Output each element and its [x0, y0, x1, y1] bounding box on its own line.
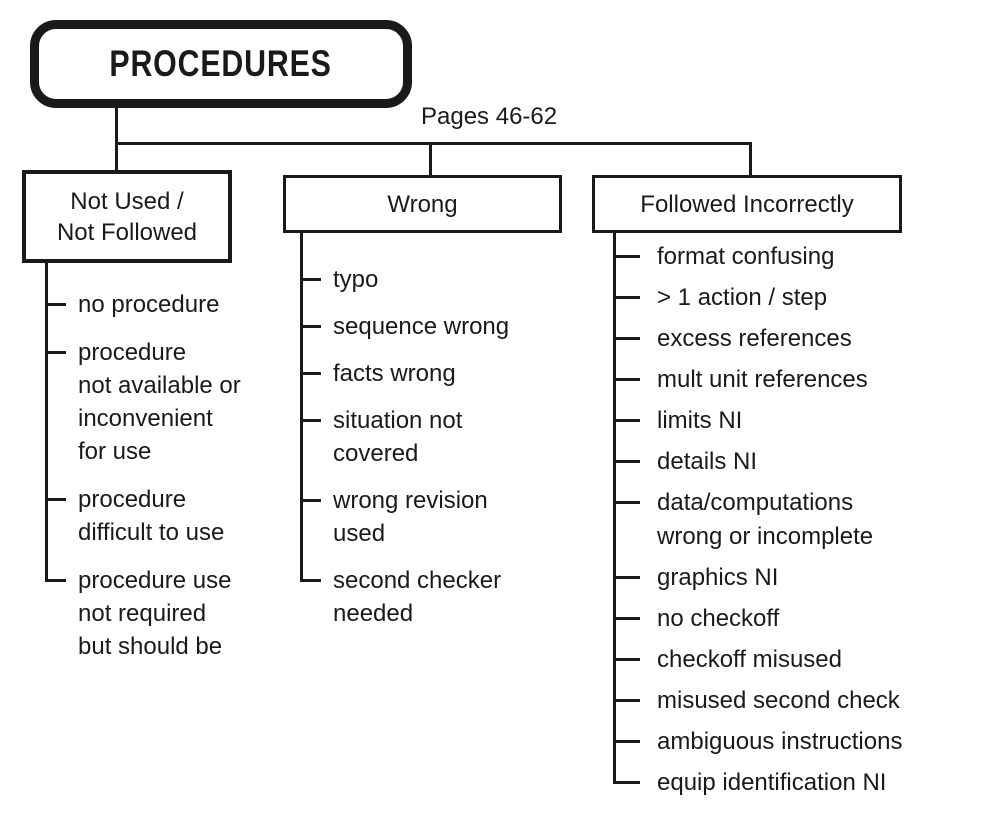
item-tick-connector: [613, 296, 640, 299]
item-tick-connector: [613, 419, 640, 422]
branch-item-label: sequence wrong: [333, 313, 510, 340]
branch-item: > 1 action / step: [613, 281, 902, 315]
branch-item-label: checkoff misused: [657, 646, 842, 673]
branch-item: limits NI: [613, 404, 902, 438]
branch-item: mult unit references: [613, 363, 902, 397]
branch-item: graphics NI: [613, 561, 902, 595]
item-tick-connector: [613, 658, 640, 661]
branch-items: format confusing > 1 action / step excess …: [613, 240, 903, 800]
branch-item-label: limits NI: [657, 407, 743, 434]
item-tick-connector: [300, 419, 321, 422]
branch-stem-line: [613, 233, 616, 784]
item-tick-connector: [300, 325, 321, 328]
item-tick-connector: [613, 255, 640, 258]
branch-item: details NI: [613, 445, 902, 479]
branch-item: procedure use not required but should be: [45, 564, 241, 663]
item-tick-connector: [613, 460, 640, 463]
item-tick-connector: [613, 501, 640, 504]
item-tick-connector: [613, 378, 640, 381]
branch-not-used-not-followed: Not Used / Not Followed no procedure proc…: [22, 170, 312, 690]
branch-title: Followed Incorrectly: [640, 190, 854, 218]
branch-item-label: procedure use not required but should be: [78, 567, 232, 660]
root-connector-line: [115, 105, 118, 172]
branch-item-label: > 1 action / step: [657, 284, 828, 311]
branch-item-label: excess references: [657, 325, 852, 352]
branch-item-label: no procedure: [78, 291, 220, 318]
branch-item-label: situation not covered: [333, 407, 463, 467]
item-tick-connector: [300, 372, 321, 375]
branch-item: format confusing: [613, 240, 902, 274]
branch-item: facts wrong: [300, 357, 509, 390]
branch-item: no checkoff: [613, 602, 902, 636]
item-tick-connector: [45, 498, 66, 501]
branch-title-box: Not Used / Not Followed: [22, 170, 232, 263]
item-tick-connector: [45, 303, 66, 306]
branch-item-label: procedure not available or inconvenient …: [78, 339, 241, 465]
item-tick-connector: [613, 617, 640, 620]
procedures-root-box: PROCEDURES: [30, 20, 412, 108]
branch-item-label: format confusing: [657, 243, 835, 270]
branches-horizontal-line: [115, 142, 752, 145]
branch-title: Not Used / Not Followed: [56, 187, 198, 246]
branch-item: checkoff misused: [613, 643, 902, 677]
branch-item-label: mult unit references: [657, 366, 868, 393]
item-tick-connector: [45, 579, 66, 582]
branch-item: sequence wrong: [300, 310, 510, 343]
branch-item-label: details NI: [657, 448, 758, 475]
right-branch-drop-line: [749, 142, 752, 176]
branch-item-label: data/computations wrong or incomplete: [657, 489, 874, 550]
item-tick-connector: [613, 576, 640, 579]
branch-item-label: equip identification NI: [657, 769, 887, 796]
branch-item: ambiguous instructions: [613, 725, 903, 759]
branch-item: procedure not available or inconvenient …: [45, 336, 241, 468]
item-tick-connector: [45, 351, 66, 354]
root-title: PROCEDURES: [109, 43, 333, 84]
item-tick-connector: [613, 740, 640, 743]
item-tick-connector: [613, 699, 640, 702]
branch-item-label: no checkoff: [657, 605, 780, 632]
item-tick-connector: [613, 781, 640, 784]
branch-stem-line: [45, 263, 48, 582]
branch-item: wrong revision used: [300, 484, 509, 550]
middle-branch-drop-line: [429, 142, 432, 176]
branch-item: misused second check: [613, 684, 902, 718]
branch-item-label: graphics NI: [657, 564, 779, 591]
branch-items: typo sequence wrong facts wrong situation n…: [300, 263, 510, 630]
branch-title-box: Wrong: [283, 175, 562, 233]
item-tick-connector: [300, 278, 321, 281]
branch-item: equip identification NI: [613, 766, 902, 800]
branch-item-label: facts wrong: [333, 360, 456, 387]
pages-label: Pages 46-62: [421, 103, 558, 130]
branch-title: Wrong: [387, 190, 458, 218]
branch-item: data/computations wrong or incomplete: [613, 486, 902, 554]
branch-followed-incorrectly: Followed Incorrectly format confusing > 1…: [592, 175, 983, 815]
item-tick-connector: [300, 499, 321, 502]
branch-item-label: wrong revision used: [333, 487, 488, 547]
branch-item-label: second checker needed: [333, 567, 502, 627]
branch-item-label: ambiguous instructions: [657, 728, 903, 755]
branch-stem-line: [300, 233, 303, 582]
branch-item: procedure difficult to use: [45, 483, 241, 549]
branch-item-label: misused second check: [657, 687, 900, 714]
branch-item: no procedure: [45, 288, 241, 321]
branch-items: no procedure procedure not available or i…: [45, 288, 241, 663]
branch-item: typo: [300, 263, 509, 296]
branch-item-label: procedure difficult to use: [78, 486, 225, 546]
branch-wrong: Wrong typo sequence wrong facts wrong situa…: [283, 175, 573, 645]
branch-item: excess references: [613, 322, 902, 356]
item-tick-connector: [613, 337, 640, 340]
branch-item: second checker needed: [300, 564, 509, 630]
branch-item-label: typo: [333, 266, 379, 293]
branch-item: situation not covered: [300, 404, 509, 470]
item-tick-connector: [300, 579, 321, 582]
branch-title-box: Followed Incorrectly: [592, 175, 902, 233]
